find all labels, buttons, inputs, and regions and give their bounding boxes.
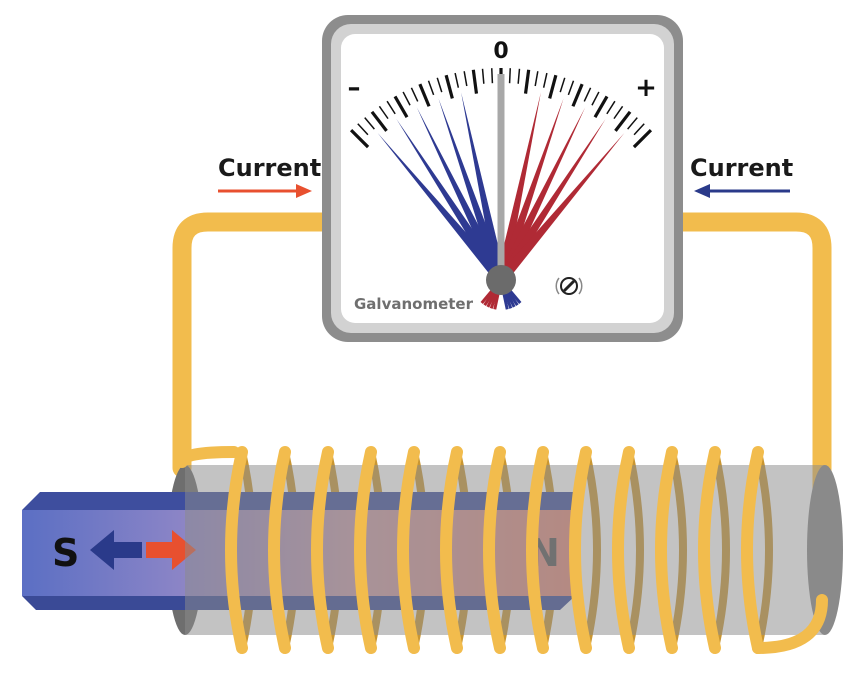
coil-core (185, 465, 843, 635)
coil-front-turn (526, 446, 549, 654)
scale-zero-label: 0 (493, 39, 508, 64)
scale-major-tick (370, 110, 388, 132)
scale-minus-label: – (348, 73, 361, 103)
current-label-left: Current (218, 154, 321, 182)
galvanometer-needles (377, 74, 625, 280)
scale-minor-tick (508, 68, 511, 84)
scale-minor-tick (517, 68, 521, 84)
galvanometer-needle (377, 132, 498, 275)
coil-front-turn (311, 446, 334, 654)
scale-minor-tick (436, 77, 443, 93)
coil-lead-left (176, 446, 240, 468)
galvanometer-needle (498, 92, 541, 270)
scale-minor-tick (542, 72, 548, 88)
coil-front-turn (397, 446, 420, 654)
coil-front-turn (268, 446, 291, 654)
coil-front-turn (612, 446, 635, 654)
scale-minor-tick (559, 77, 566, 93)
scale-plus-label: + (635, 73, 657, 103)
scale-major-tick (632, 128, 653, 149)
current-arrow-right (694, 184, 790, 198)
coil-front-turn (354, 446, 377, 654)
coil-front-turn (225, 446, 248, 654)
scale-minor-tick (567, 80, 575, 96)
scale-minor-tick (633, 123, 645, 136)
scale-major-tick (614, 110, 632, 132)
scale-minor-tick (386, 100, 396, 115)
scale-minor-tick (481, 68, 485, 84)
zero-adjust-screw-icon[interactable] (555, 277, 583, 295)
scale-minor-tick (606, 100, 616, 115)
galvanometer-needle (504, 132, 625, 275)
current-label-right: Current (690, 154, 793, 182)
scale-major-tick (349, 128, 370, 149)
move-left-arrow (90, 530, 142, 570)
scale-minor-tick (454, 72, 460, 88)
circuit-wire (172, 212, 832, 500)
scale-major-tick (593, 95, 609, 118)
scale-major-tick (523, 69, 531, 94)
coil-front-turn (440, 446, 463, 654)
galvanometer-needle (503, 118, 606, 273)
current-arrow-left (218, 184, 312, 198)
galvanometer-needle (500, 98, 564, 271)
scale-major-tick (548, 74, 558, 99)
scale-major-tick (571, 83, 584, 107)
scale-minor-tick (357, 123, 369, 136)
scale-minor-tick (491, 68, 494, 84)
scale-major-tick (393, 95, 409, 118)
coil-front-turn (655, 446, 678, 654)
magnet-south-label: S (52, 531, 79, 575)
scale-minor-tick (613, 105, 624, 120)
scale-major-tick (471, 69, 479, 94)
galvanometer-needle (501, 107, 586, 272)
galvanometer-label: Galvanometer (354, 295, 474, 313)
scale-minor-tick (463, 71, 468, 87)
coil-lead-right (752, 594, 828, 654)
scale-minor-tick (534, 71, 539, 87)
scale-major-tick (418, 83, 431, 107)
scale-minor-tick (378, 105, 389, 120)
needle-pivot (486, 265, 516, 295)
coil-front-turn (698, 446, 721, 654)
scale-minor-tick (583, 87, 592, 102)
scale-minor-tick (402, 91, 411, 106)
galvanometer-needle (416, 107, 501, 272)
coil-front-turn (483, 446, 506, 654)
galvanometer-scale (349, 68, 653, 149)
coil-front-turn (569, 446, 592, 654)
scale-minor-tick (591, 91, 600, 106)
galvanometer-needle (396, 118, 499, 273)
scale-minor-tick (410, 87, 419, 102)
move-right-arrow (146, 530, 196, 570)
scale-minor-tick (364, 117, 375, 130)
galvanometer: 0 – + Galvanometer (322, 15, 683, 342)
scale-minor-tick (627, 117, 638, 130)
scale-major-tick (444, 74, 454, 99)
scale-minor-tick (427, 80, 435, 96)
coil-front-turn (741, 446, 764, 654)
coil-front-turns (176, 446, 828, 654)
center-needle (497, 74, 505, 280)
galvanometer-needle (461, 92, 504, 270)
